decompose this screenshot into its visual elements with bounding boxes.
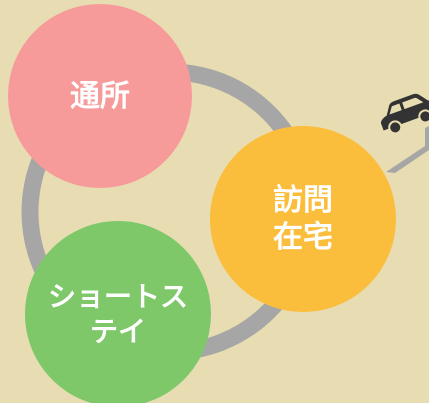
label-short-stay: ショートス テイ: [47, 280, 188, 348]
label-tsusho: 通所: [70, 79, 130, 115]
circle-tsusho: [8, 4, 192, 188]
arrow-icon: [386, 126, 429, 173]
circle-short-stay: [25, 221, 211, 403]
circle-houmon: [210, 126, 396, 312]
label-houmon: 訪問 在宅: [273, 182, 333, 256]
car-icon: [380, 93, 429, 135]
